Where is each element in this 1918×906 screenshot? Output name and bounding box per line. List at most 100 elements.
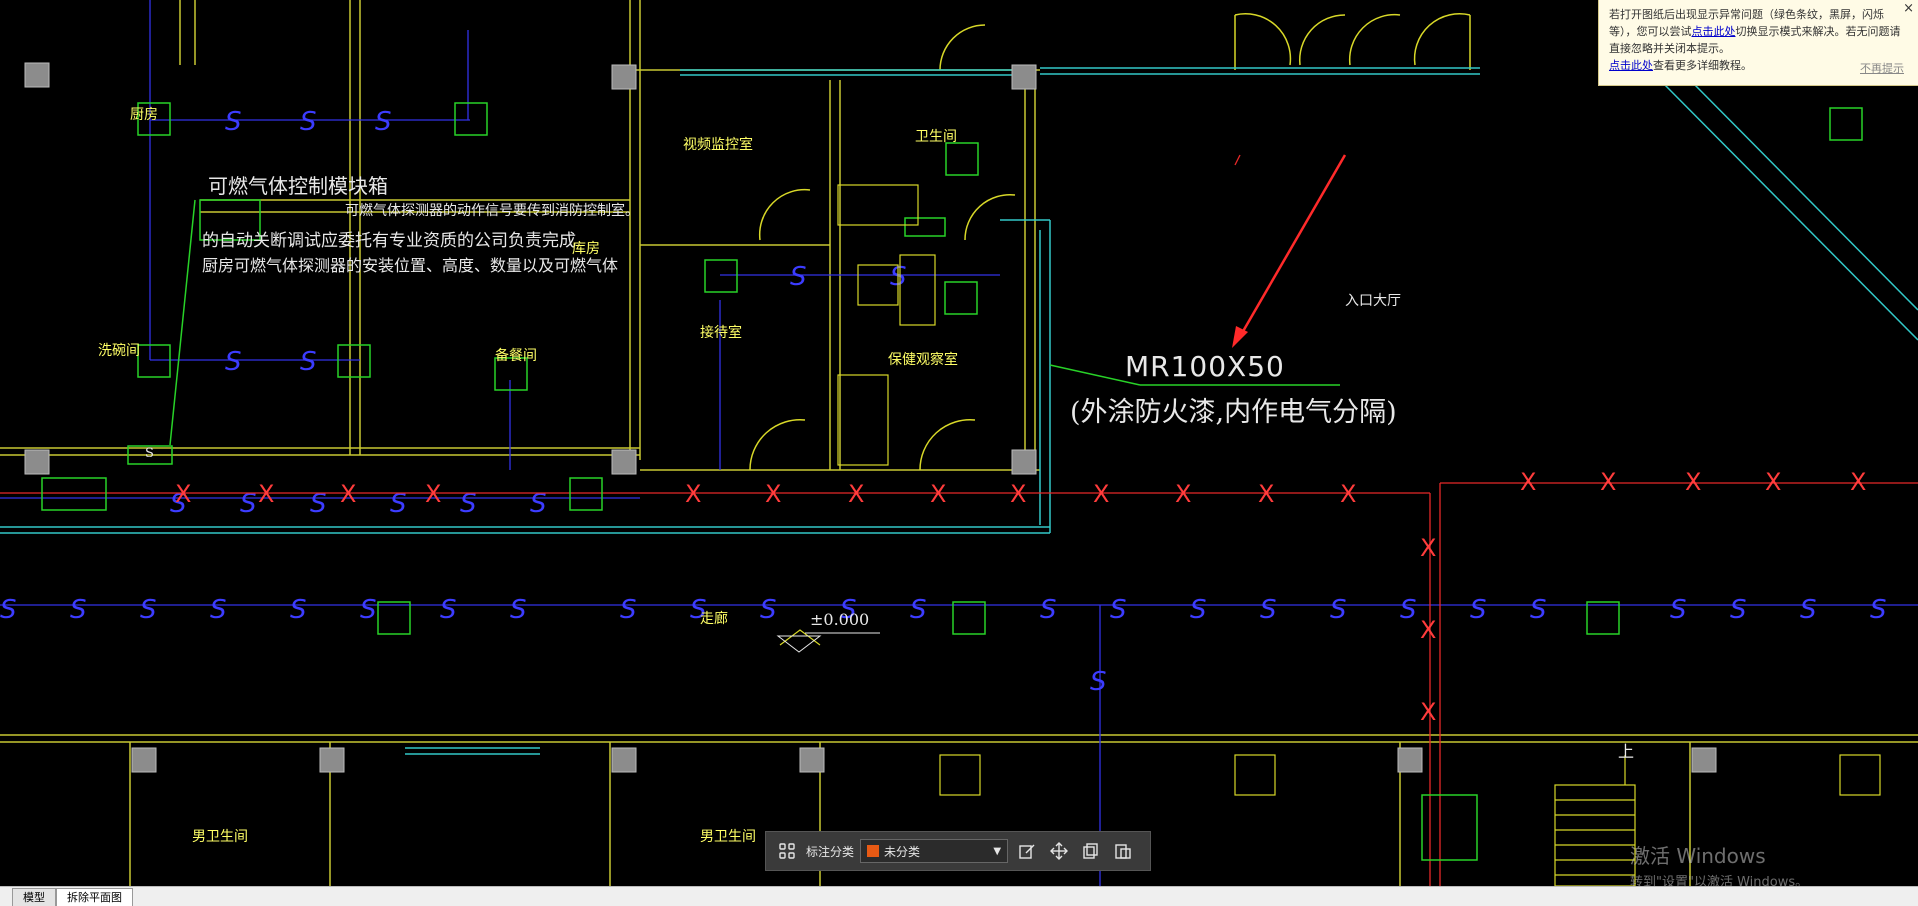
svg-text:S: S — [375, 107, 392, 137]
note-line-3: 厨房可燃气体探测器的安装位置、高度、数量以及可燃气体 — [202, 256, 619, 275]
tab-demolition-plan[interactable]: 拆除平面图 — [56, 888, 133, 906]
move-icon[interactable] — [1046, 838, 1072, 864]
annotation-category-label: 标注分类 — [806, 844, 855, 859]
svg-text:S: S — [0, 595, 17, 625]
annotation-toolbar: 标注分类 未分类 ▼ — [765, 831, 1151, 871]
svg-text:S: S — [390, 489, 407, 519]
svg-text:X: X — [1520, 468, 1536, 496]
svg-text:S: S — [1470, 595, 1487, 625]
svg-text:S: S — [225, 107, 242, 137]
notice-text-2: 切换显示模式来解决。若无问题请直接忽略并关闭本提示。 — [1609, 25, 1901, 55]
cad-drawing-canvas[interactable]: S S S S S S S S S S S S S S S S S S S S S S S S S S S S S S S S S S S S… — [0, 0, 1918, 886]
grid-icon[interactable] — [774, 838, 800, 864]
svg-text:X: X — [340, 480, 356, 508]
svg-text:S: S — [300, 107, 317, 137]
edit-icon[interactable] — [1014, 838, 1040, 864]
room-label-men-left: 男卫生间 — [192, 829, 248, 845]
room-label-observe: 保健观察室 — [888, 352, 958, 368]
svg-text:S: S — [1190, 595, 1207, 625]
svg-text:S: S — [290, 595, 307, 625]
annotation-category-select[interactable]: 未分类 ▼ — [860, 839, 1009, 863]
svg-text:S: S — [910, 595, 927, 625]
room-label-dish: 洗碗间 — [98, 343, 140, 359]
symbol-s-label: S — [145, 446, 154, 461]
room-label-storage: 备餐间 — [495, 348, 537, 364]
annotation-category-value: 未分类 — [884, 844, 921, 859]
elevation-label: ±0.000 — [810, 610, 870, 629]
svg-text:S: S — [760, 595, 777, 625]
svg-text:X: X — [1010, 480, 1026, 508]
svg-text:S: S — [225, 347, 242, 377]
svg-text:S: S — [1870, 595, 1887, 625]
svg-text:X: X — [1175, 480, 1191, 508]
svg-text:S: S — [1670, 595, 1687, 625]
svg-text:X: X — [1258, 480, 1274, 508]
svg-text:S: S — [1040, 595, 1057, 625]
svg-text:S: S — [310, 489, 327, 519]
display-notice-banner: × 若打开图纸后出现显示异常问题（绿色条纹，黑屏，闪烁等），您可以尝试点击此处切… — [1598, 0, 1918, 86]
svg-text:S: S — [1530, 595, 1547, 625]
room-label-men-right: 男卫生间 — [700, 829, 756, 845]
svg-text:X: X — [1850, 468, 1866, 496]
svg-text:S: S — [440, 595, 457, 625]
svg-text:X: X — [848, 480, 864, 508]
notice-link-switch-mode[interactable]: 点击此处 — [1691, 25, 1736, 38]
svg-text:X: X — [1685, 468, 1701, 496]
notice-text-1: 若打开图纸后出现显示异常问题（绿色条纹，黑屏，闪烁等），您可以尝试 — [1609, 8, 1884, 38]
note-line-2: 的自动关断调试应委托有专业资质的公司负责完成 — [202, 231, 576, 251]
svg-text:S: S — [510, 595, 527, 625]
room-label-corridor: 走廊 — [700, 611, 728, 627]
svg-text:S: S — [240, 489, 257, 519]
svg-text:X: X — [1093, 480, 1109, 508]
svg-text:S: S — [1400, 595, 1417, 625]
module-title: 可燃气体控制模块箱 — [208, 174, 388, 198]
svg-text:S: S — [170, 489, 187, 519]
svg-text:X: X — [175, 480, 191, 508]
chevron-down-icon: ▼ — [993, 845, 1002, 857]
svg-text:S: S — [620, 595, 637, 625]
copy-icon[interactable] — [1078, 838, 1104, 864]
svg-text:S: S — [840, 595, 857, 625]
svg-text:S: S — [690, 595, 707, 625]
room-label-toilet: 卫生间 — [915, 129, 957, 145]
room-label-kitchen: 厨房 — [130, 107, 158, 123]
svg-text:X: X — [1600, 468, 1616, 496]
svg-text:S: S — [210, 595, 227, 625]
svg-text:S: S — [300, 347, 317, 377]
svg-text:S: S — [530, 489, 547, 519]
svg-text:S: S — [1800, 595, 1817, 625]
dismiss-notice-link[interactable]: 不再提示 — [1860, 62, 1904, 75]
tab-model[interactable]: 模型 — [12, 888, 56, 906]
annotation-sub[interactable]: (外涂防火漆,内作电气分隔) — [1070, 397, 1397, 428]
close-icon[interactable]: × — [1903, 1, 1914, 16]
svg-text:S: S — [460, 489, 477, 519]
notice-text-3: 查看更多详细教程。 — [1653, 59, 1752, 72]
svg-text:S: S — [1260, 595, 1277, 625]
svg-text:X: X — [1420, 616, 1436, 644]
svg-text:S: S — [1330, 595, 1347, 625]
svg-text:S: S — [360, 595, 377, 625]
svg-text:S: S — [1110, 595, 1127, 625]
svg-text:S: S — [1090, 667, 1107, 697]
svg-text:S: S — [70, 595, 87, 625]
watermark-line-1: 激活 Windows — [1630, 844, 1766, 868]
paste-icon[interactable] — [1110, 838, 1136, 864]
svg-text:X: X — [1420, 698, 1436, 726]
svg-text:X: X — [1420, 534, 1436, 562]
svg-text:X: X — [685, 480, 701, 508]
windows-activation-watermark: 激活 Windows 转到"设置"以激活 Windows。 — [1630, 840, 1808, 890]
room-label-tool: 库房 — [572, 241, 600, 257]
stair-up-label: 上 — [1618, 742, 1635, 761]
category-color-swatch — [867, 845, 880, 857]
svg-text:S: S — [790, 262, 807, 292]
room-label-entrance: 入口大厅 — [1345, 293, 1401, 309]
cad-drawing: S S S S S S S S S S S S S S S S S S S S S S S S S S S S S S S S S S S S… — [0, 0, 1918, 886]
svg-text:X: X — [1765, 468, 1781, 496]
svg-text:X: X — [930, 480, 946, 508]
svg-text:X: X — [425, 480, 441, 508]
notice-link-tutorial[interactable]: 点击此处 — [1609, 59, 1653, 72]
annotation-main[interactable]: MR100X50 — [1125, 350, 1285, 383]
room-label-monitor: 视频监控室 — [683, 137, 753, 153]
svg-text:X: X — [765, 480, 781, 508]
svg-text:X: X — [258, 480, 274, 508]
